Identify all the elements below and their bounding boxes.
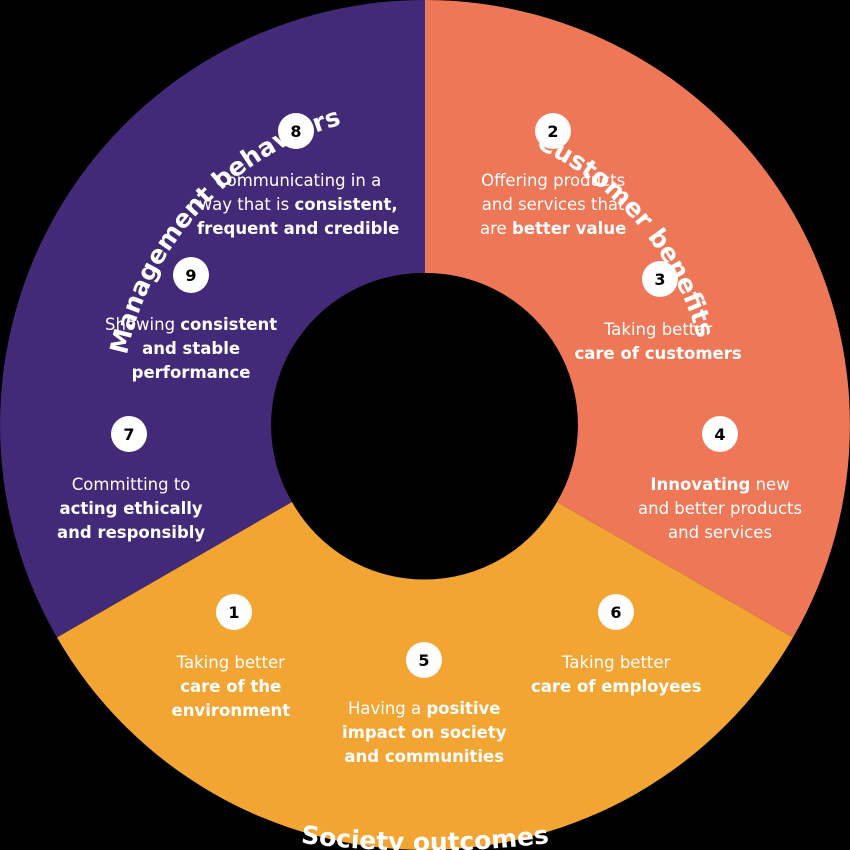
item-5-segment: positive <box>426 699 501 718</box>
item-1-segment: environment <box>171 701 291 720</box>
item-7-segment: acting ethically <box>59 499 203 518</box>
item-2-segment: Offering products <box>481 171 626 190</box>
item-4-line: and services <box>638 521 802 545</box>
item-5-line: impact on society <box>342 721 506 745</box>
item-9-badge-circle <box>173 257 209 293</box>
item-7-line: Committing to <box>57 473 205 497</box>
item-7-line: acting ethically <box>57 497 205 521</box>
item-5-line: and communities <box>342 745 506 769</box>
item-5-badge-circle <box>406 642 442 678</box>
item-4-segment: Innovating <box>650 475 751 494</box>
item-8-segment: frequent and credible <box>197 219 400 238</box>
item-7-badge-circle <box>111 416 147 452</box>
item-4-segment: new <box>750 475 790 494</box>
item-2-line: and services that <box>480 193 626 217</box>
item-3-segment: Taking better <box>603 320 713 339</box>
item-2-segment: are <box>480 219 512 238</box>
item-5-segment: impact on society <box>342 723 507 742</box>
item-2-line: Offering products <box>480 169 626 193</box>
item-4-badge-circle <box>702 416 738 452</box>
item-2-text: Offering products and services that are be… <box>480 169 626 241</box>
item-6-text: Taking better care of employees <box>531 651 701 699</box>
item-2-line: are better value <box>480 217 626 241</box>
item-6-segment: care of employees <box>531 677 702 696</box>
item-4-line: and better products <box>638 497 802 521</box>
item-3-badge: 3 <box>642 261 678 297</box>
center-hole <box>273 273 577 577</box>
sector-customer <box>425 0 850 638</box>
item-1-line: care of the <box>172 675 291 699</box>
item-4-badge-number: 4 <box>714 425 725 444</box>
item-9-badge: 9 <box>173 257 209 293</box>
item-7-badge: 7 <box>111 416 147 452</box>
item-9-segment: and stable <box>142 339 241 358</box>
item-8-text: Communicating in a way that is consistent… <box>197 169 399 241</box>
item-6-badge: 6 <box>598 594 634 630</box>
item-3-line: care of customers <box>575 342 742 366</box>
item-3-line: Taking better <box>575 318 742 342</box>
item-8-segment: Communicating in a <box>215 171 382 190</box>
item-2-badge-number: 2 <box>547 122 558 141</box>
item-9-segment: performance <box>131 363 251 382</box>
item-9-segment: Showing <box>105 315 181 334</box>
item-7-segment: and responsibly <box>57 523 206 542</box>
item-1-segment: care of the <box>180 677 282 696</box>
item-2-badge-circle <box>535 113 571 149</box>
item-9-line: performance <box>105 361 277 385</box>
item-3-text: Taking better care of customers <box>575 318 742 366</box>
item-9-text: Showing consistent and stable performance <box>105 313 277 385</box>
item-5-line: Having a positive <box>342 697 506 721</box>
item-4-segment: and better products <box>638 499 803 518</box>
item-9-badge-number: 9 <box>185 266 196 285</box>
item-7-segment: Committing to <box>71 475 191 494</box>
item-4-badge: 4 <box>702 416 738 452</box>
item-1-segment: Taking better <box>176 653 285 672</box>
item-8-segment: consistent, <box>294 195 398 214</box>
item-3-segment: care of customers <box>574 344 742 363</box>
item-4-line: Innovating new <box>638 473 802 497</box>
item-1-badge: 1 <box>216 594 252 630</box>
item-6-badge-circle <box>598 594 634 630</box>
item-2-badge: 2 <box>535 113 571 149</box>
item-3-badge-circle <box>642 261 678 297</box>
item-5-segment: and communities <box>344 747 505 766</box>
item-4-segment: and services <box>668 523 773 542</box>
item-5-segment: Having a <box>347 699 427 718</box>
item-3-badge-number: 3 <box>654 270 665 289</box>
item-2-segment: and services that <box>481 195 625 214</box>
item-9-line: Showing consistent <box>105 313 277 337</box>
item-8-segment: way that is <box>198 195 295 214</box>
item-8-line: frequent and credible <box>197 217 399 241</box>
item-5-badge: 5 <box>406 642 442 678</box>
number-badges: 8 9 7 2 3 4 1 5 6 <box>111 113 738 678</box>
item-7-badge-number: 7 <box>123 425 134 444</box>
item-9-segment: consistent <box>180 315 278 334</box>
item-6-segment: Taking better <box>562 653 671 672</box>
item-8-line: Communicating in a <box>197 169 399 193</box>
item-1-text: Taking better care of the environment <box>172 651 291 723</box>
item-6-line: Taking better <box>531 651 701 675</box>
item-6-badge-number: 6 <box>610 603 621 622</box>
item-8-badge-number: 8 <box>290 122 301 141</box>
item-8-badge-circle <box>278 113 314 149</box>
item-7-text: Committing to acting ethically and respons… <box>57 473 205 545</box>
sector-management <box>0 0 425 638</box>
item-6-line: care of employees <box>531 675 701 699</box>
item-4-text: Innovating new and better products and ser… <box>638 473 802 545</box>
item-8-line: way that is consistent, <box>197 193 399 217</box>
item-7-line: and responsibly <box>57 521 205 545</box>
item-1-badge-circle <box>216 594 252 630</box>
item-9-line: and stable <box>105 337 277 361</box>
item-8-badge: 8 <box>278 113 314 149</box>
item-5-text: Having a positive impact on society and co… <box>342 697 506 769</box>
item-1-line: environment <box>172 699 291 723</box>
item-1-badge-number: 1 <box>228 603 239 622</box>
item-5-badge-number: 5 <box>418 651 429 670</box>
item-1-line: Taking better <box>172 651 291 675</box>
item-2-segment: better value <box>511 219 627 238</box>
